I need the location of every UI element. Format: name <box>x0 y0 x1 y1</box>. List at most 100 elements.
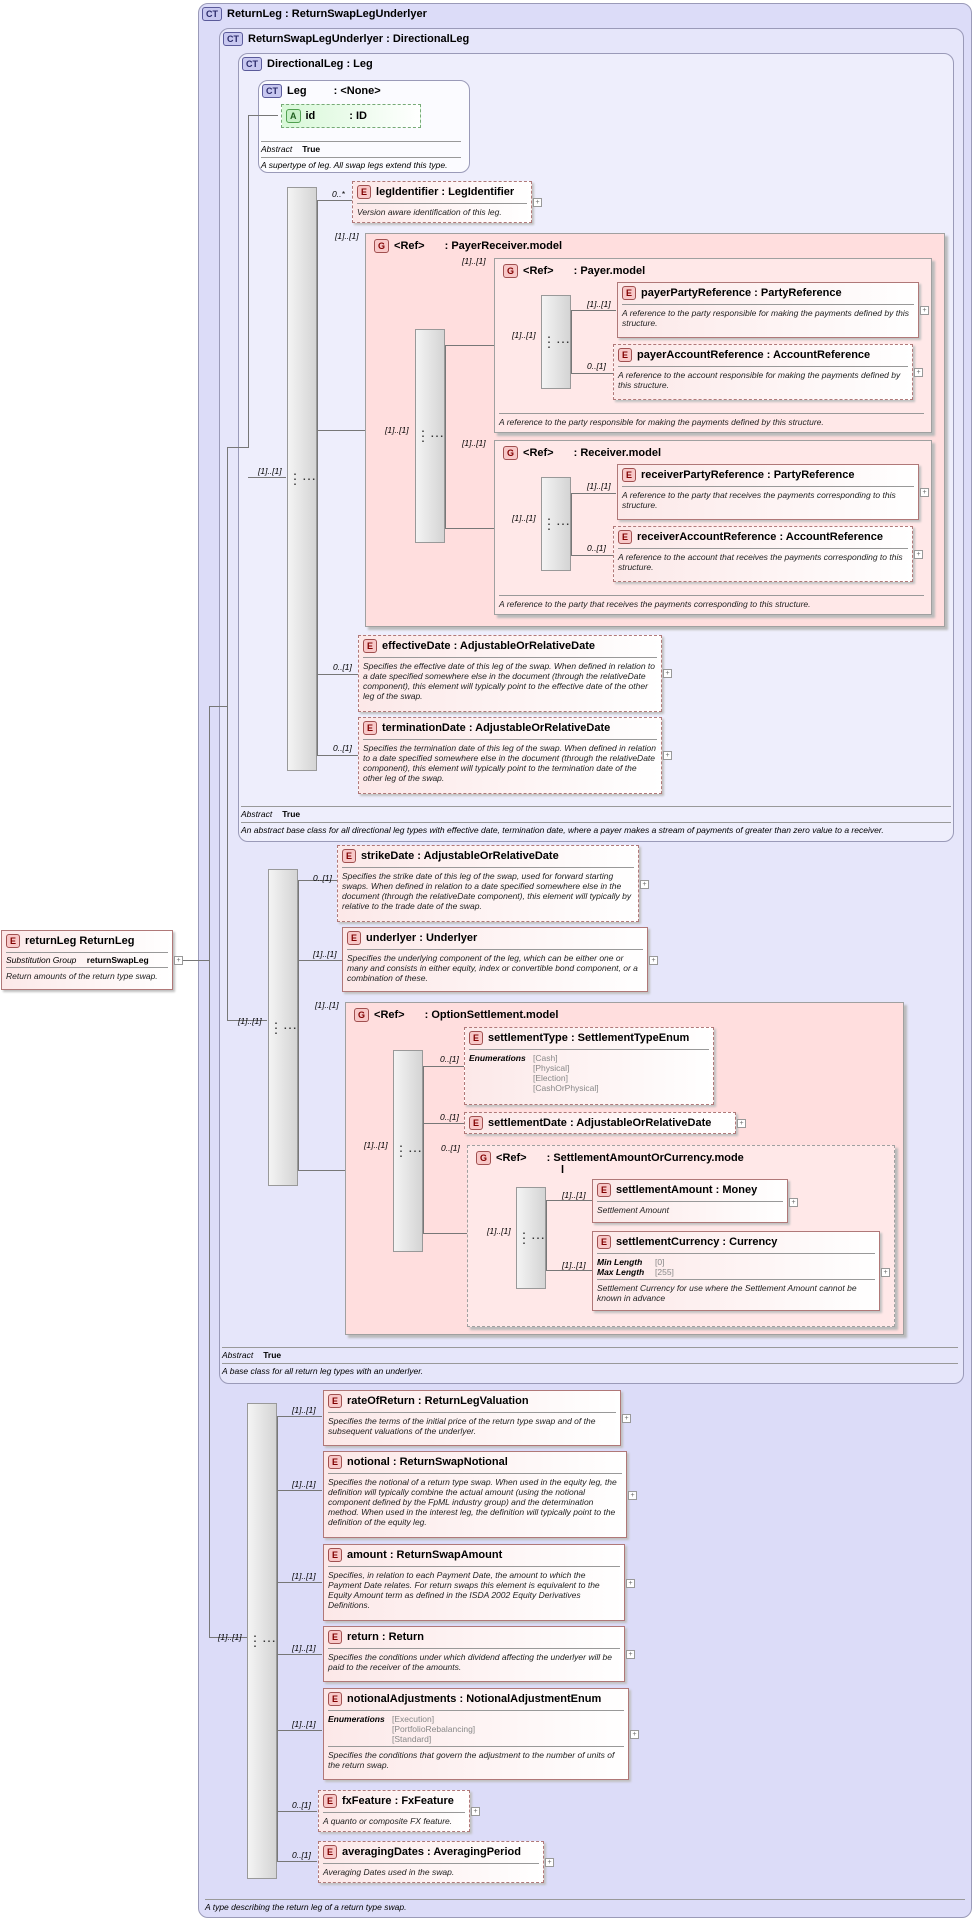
element-name: terminationDate <box>382 721 466 734</box>
cardinality-label: [1]..[1] <box>258 466 282 476</box>
element-icon: E <box>363 639 378 653</box>
enumerations-label: Enumerations <box>469 1053 526 1063</box>
connector <box>423 1233 467 1234</box>
cardinality-label: [1]..[1] <box>292 1405 316 1415</box>
expand-plus-icon[interactable]: + <box>626 1578 635 1588</box>
connector <box>277 1490 322 1491</box>
sequence-compositor[interactable]: ⋮⋯ <box>268 869 298 1186</box>
cardinality-label: [1]..[1] <box>385 425 409 435</box>
complex-type-base: : <None> <box>333 84 381 97</box>
element-doc: Specifies the termination date of this l… <box>363 739 657 783</box>
sequence-icon: ⋮⋯ <box>542 515 570 532</box>
connector <box>571 310 616 311</box>
expand-plus-icon[interactable]: + <box>789 1198 798 1207</box>
expand-plus-icon[interactable]: + <box>533 198 542 207</box>
sequence-compositor[interactable]: ⋮⋯ <box>415 329 445 543</box>
cardinality-label: 0..[1] <box>441 1143 460 1153</box>
sequence-compositor[interactable]: ⋮⋯ <box>287 187 317 771</box>
cardinality-label: [1]..[1] <box>512 513 536 523</box>
expand-plus-icon[interactable]: + <box>881 1268 890 1277</box>
expand-plus-icon[interactable]: + <box>663 751 672 760</box>
element-type: : Money <box>715 1183 758 1196</box>
connector <box>571 493 572 556</box>
abstract-label: Abstract <box>222 1350 254 1360</box>
group-name: : OptionSettlement.model <box>424 1008 559 1021</box>
expand-plus-icon[interactable]: + <box>174 956 183 965</box>
group-icon: G <box>503 264 519 278</box>
element-icon: E <box>597 1235 612 1249</box>
sequence-compositor[interactable]: ⋮⋯ <box>541 295 571 389</box>
element-icon: E <box>597 1183 612 1197</box>
sequence-compositor[interactable]: ⋮⋯ <box>247 1403 277 1879</box>
expand-plus-icon[interactable]: + <box>737 1119 746 1128</box>
connector <box>277 1416 278 1861</box>
connector <box>183 960 198 961</box>
connector <box>227 1020 267 1021</box>
connector <box>423 1066 424 1234</box>
element-doc: Settlement Currency for use where the Se… <box>597 1279 875 1303</box>
attribute-name: id <box>305 109 316 122</box>
element-icon: E <box>622 286 637 300</box>
expand-plus-icon[interactable]: + <box>914 550 923 559</box>
element-type: : ReturnLegValuation <box>417 1394 529 1407</box>
expand-plus-icon[interactable]: + <box>920 488 929 497</box>
element-doc: Return amounts of the return type swap. <box>6 967 168 981</box>
connector <box>277 1582 322 1583</box>
sequence-compositor[interactable]: ⋮⋯ <box>541 477 571 571</box>
cardinality-label: [1]..[1] <box>292 1479 316 1489</box>
expand-plus-icon[interactable]: + <box>640 880 649 889</box>
expand-plus-icon[interactable]: + <box>630 1730 639 1739</box>
expand-plus-icon[interactable]: + <box>545 1858 554 1867</box>
abstract-value: True <box>282 809 301 819</box>
group-ref: <Ref> <box>523 264 554 277</box>
element-icon: E <box>618 348 633 362</box>
sequence-compositor[interactable]: ⋮⋯ <box>393 1050 423 1252</box>
abstract-value: True <box>302 144 321 154</box>
expand-plus-icon[interactable]: + <box>622 1414 631 1423</box>
expand-plus-icon[interactable]: + <box>920 306 929 315</box>
connector <box>317 674 359 675</box>
attribute-type: : ID <box>349 109 368 122</box>
element-name: notionalAdjustments <box>347 1692 457 1705</box>
expand-plus-icon[interactable]: + <box>626 1650 635 1659</box>
expand-plus-icon[interactable]: + <box>914 368 923 377</box>
element-icon: E <box>469 1031 484 1045</box>
abstract-label: Abstract <box>261 144 293 154</box>
expand-plus-icon[interactable]: + <box>628 1490 637 1500</box>
expand-plus-icon[interactable]: + <box>663 669 672 678</box>
group-icon: G <box>354 1008 370 1022</box>
enumerations-label: Enumerations <box>328 1714 385 1724</box>
element-type: : LegIdentifier <box>441 185 515 198</box>
element-name: returnLeg <box>25 934 77 947</box>
cardinality-label: 0..[1] <box>292 1800 311 1810</box>
cardinality-label: 0..[1] <box>313 873 332 883</box>
expand-plus-icon[interactable]: + <box>649 956 658 965</box>
sequence-compositor[interactable]: ⋮⋯ <box>516 1187 546 1289</box>
expand-plus-icon[interactable]: + <box>471 1807 480 1816</box>
element-icon: E <box>342 849 357 863</box>
group-doc: A reference to the party that receives t… <box>499 595 924 609</box>
element-name: notional <box>347 1455 390 1468</box>
